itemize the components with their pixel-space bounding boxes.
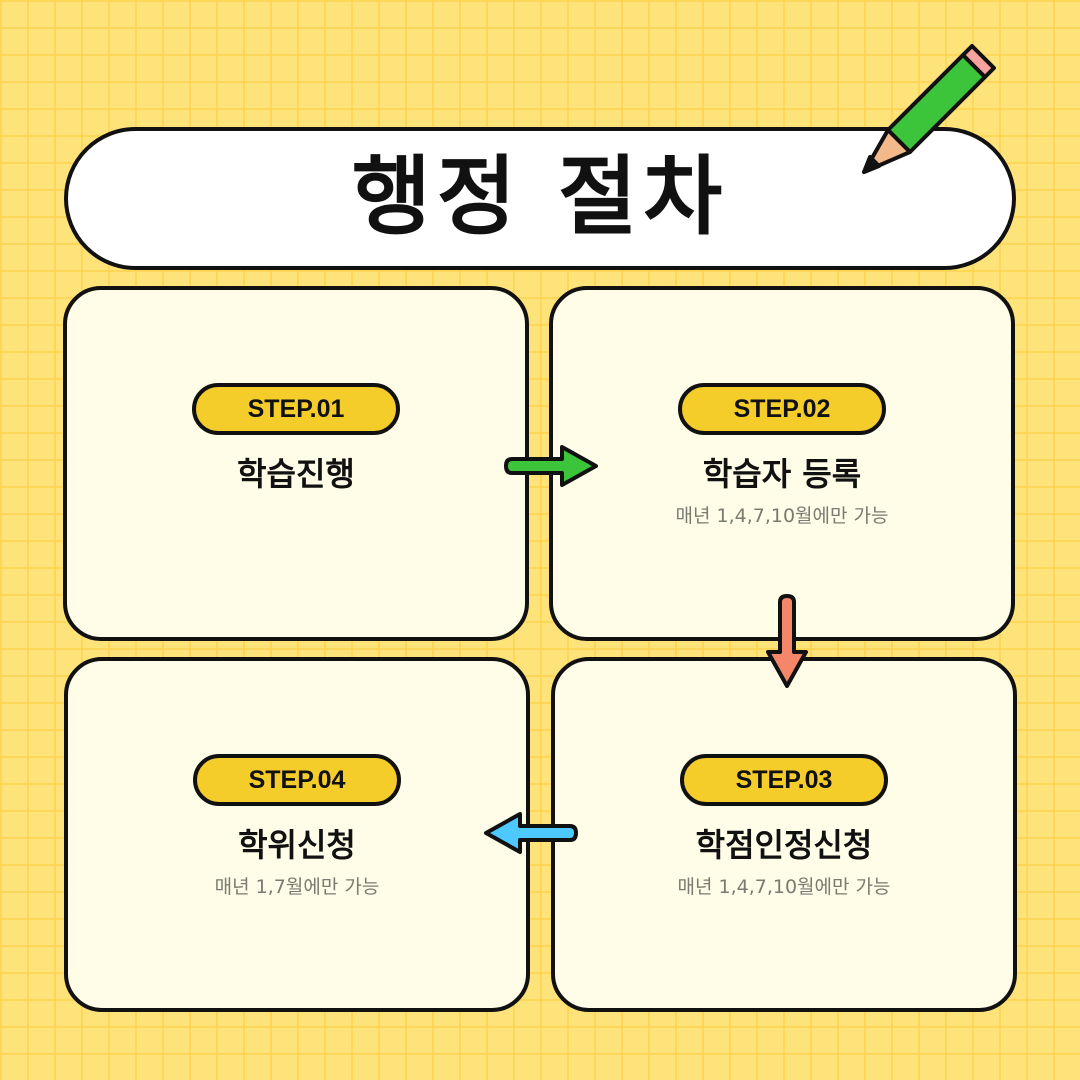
step-card-3: STEP.03 학점인정신청 매년 1,4,7,10월에만 가능: [551, 657, 1017, 1012]
step-label: 학습진행: [237, 455, 355, 493]
pencil-icon: [862, 44, 996, 174]
step-badge: STEP.04: [193, 754, 401, 806]
step-badge: STEP.03: [680, 754, 888, 806]
step-label: 학위신청: [238, 826, 356, 864]
step-note: 매년 1,7월에만 가능: [214, 876, 380, 899]
step-card-1: STEP.01 학습진행: [63, 286, 529, 641]
step-note: 매년 1,4,7,10월에만 가능: [675, 505, 889, 528]
page-title: 행정 절차: [351, 146, 729, 247]
step-card-4: STEP.04 학위신청 매년 1,7월에만 가능: [64, 657, 530, 1012]
step-badge: STEP.02: [678, 383, 886, 435]
step-label: 학점인정신청: [695, 826, 873, 864]
arrow-left-icon: [484, 812, 578, 854]
step-card-2: STEP.02 학습자 등록 매년 1,4,7,10월에만 가능: [549, 286, 1015, 641]
step-label: 학습자 등록: [702, 455, 862, 493]
step-badge: STEP.01: [192, 383, 400, 435]
arrow-down-icon: [766, 594, 808, 688]
arrow-right-icon: [504, 445, 598, 487]
step-note: 매년 1,4,7,10월에만 가능: [677, 876, 891, 899]
title-banner: 행정 절차: [64, 127, 1016, 270]
